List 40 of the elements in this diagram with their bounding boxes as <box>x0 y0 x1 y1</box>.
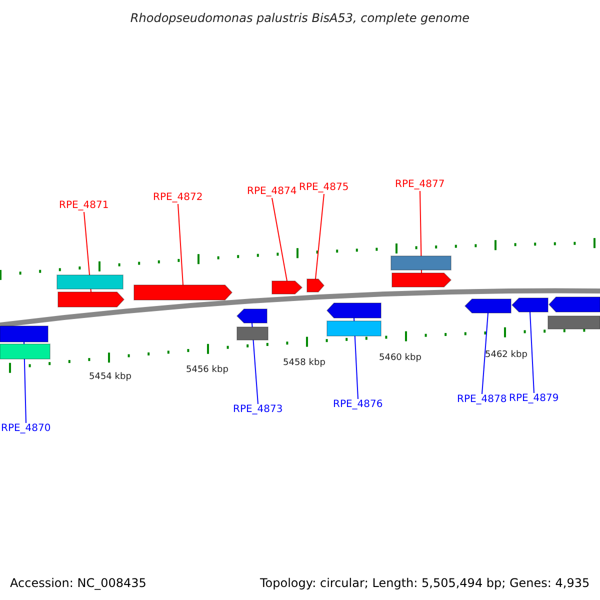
feature-bar <box>326 320 382 336</box>
footer-text: Accession: NC_008435 <box>10 576 146 590</box>
gene-label: RPE_4870 <box>1 423 51 435</box>
gene-block <box>58 292 125 308</box>
gene-label: RPE_4876 <box>333 399 383 411</box>
feature-bar <box>0 326 48 342</box>
gene-label: RPE_4871 <box>59 200 109 212</box>
leader-line <box>272 198 288 282</box>
gene-block <box>236 308 268 324</box>
gene-label: RPE_4872 <box>153 192 203 204</box>
feature-bar <box>548 316 600 330</box>
feature-bar <box>236 326 268 340</box>
footer-text: Topology: circular; Length: 5,505,494 bp; Genes: 4,935 <box>260 576 590 590</box>
gene-label: RPE_4875 <box>299 182 349 194</box>
diagram-title: Rhodopseudomonas palustris BisA53, complete genome <box>129 11 471 25</box>
scale-label: 5460 kbp <box>379 353 422 364</box>
gene-block <box>511 298 548 312</box>
gene-label: RPE_4878 <box>457 394 507 406</box>
gene-label: RPE_4873 <box>233 404 283 416</box>
leader-line <box>482 312 488 394</box>
gene-block <box>464 298 512 314</box>
scale-label: 5462 kbp <box>485 350 528 361</box>
scale-label: 5458 kbp <box>283 358 326 369</box>
gene-block <box>392 272 452 288</box>
leader-line <box>178 204 184 286</box>
gene-label: RPE_4879 <box>509 393 559 405</box>
scale-label: 5454 kbp <box>89 372 132 383</box>
feature-bar <box>0 344 50 360</box>
gene-block <box>272 280 303 294</box>
leader-line <box>530 312 534 394</box>
leader-line <box>315 194 324 280</box>
scale-label: 5456 kbp <box>186 365 228 376</box>
gene-label: RPE_4874 <box>247 186 297 198</box>
gene-label: RPE_4877 <box>395 179 445 191</box>
gene-block <box>548 296 600 312</box>
feature-bar <box>390 256 452 270</box>
gene-block <box>134 284 233 300</box>
gene-block <box>326 302 382 318</box>
feature-bar <box>56 274 124 290</box>
gene-block <box>306 278 325 292</box>
